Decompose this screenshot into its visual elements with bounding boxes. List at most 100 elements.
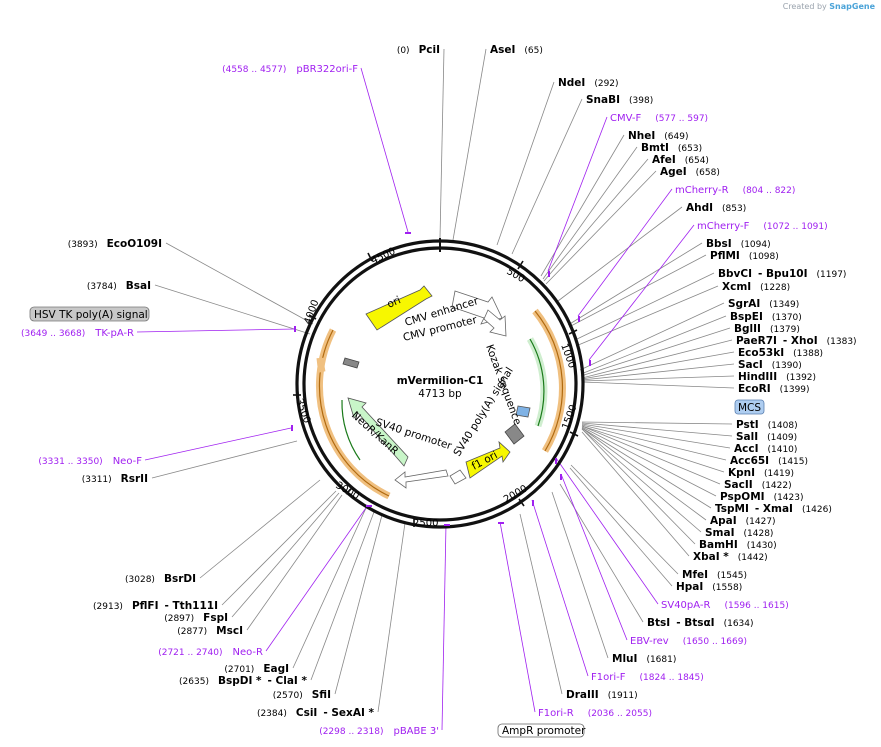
enzyme-position: (1558): [712, 583, 742, 593]
enzyme-name: PflMI: [710, 250, 740, 262]
primer-mark: [578, 316, 580, 322]
enzyme-name: SacI: [738, 359, 763, 371]
enzyme-name: BbsI: [706, 238, 732, 250]
plasmid-size: 4713 bp: [418, 388, 462, 400]
enzyme-name: AfeI: [652, 154, 676, 166]
enzyme-label: PstI(1408): [736, 419, 798, 431]
primer-leader-line: [547, 116, 608, 272]
enzyme-label: MfeI(1545): [682, 569, 747, 581]
primer-mark: [444, 524, 450, 526]
enzyme-label: DraIII(1911): [566, 689, 638, 701]
tick-label: 2500: [413, 518, 438, 529]
enzyme-leader-line: [511, 98, 583, 255]
enzyme-leader-line: [151, 440, 298, 479]
enzyme-name: HpaI: [676, 581, 703, 593]
enzyme-position: (1349): [769, 300, 799, 310]
plasmid-name: mVermilion-C1: [397, 375, 484, 387]
primer-label: EBV-rev(1650 .. 1669): [630, 636, 747, 647]
primer-range: (3331 .. 3350): [38, 457, 102, 467]
primer-leader-line: [560, 473, 628, 641]
enzyme-name-2: - BtsαI: [676, 617, 714, 629]
enzyme-name: AhdI: [686, 202, 713, 214]
enzyme-position: (2570): [273, 691, 303, 701]
enzyme-label: (2913)PflFI- Tth111I: [93, 600, 218, 612]
primer-range: (2298 .. 2318): [319, 727, 383, 737]
enzyme-leader-line: [545, 170, 657, 285]
enzyme-position: (3784): [87, 282, 117, 292]
ori-label: ori: [385, 294, 402, 311]
enzyme-name: BmtI: [641, 142, 669, 154]
enzyme-leader-line: [581, 381, 735, 389]
enzyme-label: (2570)SfiI: [273, 689, 331, 701]
primer-label: mCherry-R(804 .. 822): [675, 185, 795, 196]
enzyme-name: SalI: [736, 431, 758, 443]
enzyme-position: (2877): [177, 627, 207, 637]
enzyme-name: KpnI: [728, 467, 755, 479]
enzyme-label: BmtI(653): [641, 142, 702, 154]
enzyme-label: AfeI(654): [652, 154, 709, 166]
enzyme-leader-line: [581, 431, 690, 557]
created-by-snapgene: Created by SnapGene: [782, 2, 875, 11]
primer-mark: [555, 458, 557, 464]
primer-label: F1ori-R(2036 .. 2055): [538, 708, 652, 719]
primer-leader-line: [531, 499, 589, 677]
enzyme-name: BglII: [734, 323, 761, 335]
enzyme-name: BspDI *: [218, 675, 262, 687]
enzyme-leader-line: [540, 134, 625, 277]
enzyme-label: (2635)BspDI *- ClaI *: [179, 675, 307, 687]
enzyme-label: BglII(1379): [734, 323, 800, 335]
tick-mark: [569, 431, 579, 437]
enzyme-position: (1098): [749, 252, 779, 262]
enzyme-position: (1426): [802, 505, 832, 515]
mcs-label: MCS: [738, 402, 761, 414]
enzyme-name: TspMI: [715, 503, 749, 515]
primer-name: TK-pA-R: [94, 328, 134, 339]
enzyme-label: AccI(1410): [734, 443, 797, 455]
primer-mark: [405, 232, 411, 234]
enzyme-position: (1228): [760, 283, 790, 293]
enzyme-position: (1423): [774, 493, 804, 503]
enzyme-leader-line: [568, 254, 707, 328]
enzyme-position: (0): [397, 46, 410, 56]
enzyme-label: BbvCI- Bpu10I(1197): [718, 268, 846, 280]
primer-leader-line: [360, 67, 409, 233]
enzyme-position: (3893): [68, 240, 98, 250]
primer-leader-line: [555, 457, 659, 605]
primer-label: (3331 .. 3350)Neo-F: [38, 456, 142, 467]
enzyme-leader-line: [581, 423, 731, 449]
enzyme-name: FspI: [203, 612, 228, 624]
enzyme-name: BbvCI: [718, 268, 752, 280]
primer-range: (577 .. 597): [655, 114, 708, 124]
primer-mark: [589, 360, 591, 366]
enzyme-name: RsrII: [121, 473, 148, 485]
enzyme-label: SalI(1409): [736, 431, 797, 443]
enzyme-name: BtsI: [647, 617, 670, 629]
enzyme-label: AgeI(658): [660, 166, 720, 178]
enzyme-position: (1392): [786, 373, 816, 383]
enzyme-name: SmaI: [705, 527, 735, 539]
primer-label: (2721 .. 2740)Neo-R: [158, 647, 263, 658]
tick-label: 4500: [370, 246, 398, 267]
enzyme-leader-line: [221, 490, 337, 606]
enzyme-position: (1422): [762, 481, 792, 491]
sv40-promoter-arrow: [394, 469, 449, 489]
enzyme-name: XbaI *: [693, 551, 729, 563]
enzyme-label: BamHI(1430): [699, 539, 777, 551]
kozak-box: [515, 405, 531, 418]
enzyme-position: (2384): [257, 709, 287, 719]
enzyme-label: PflMI (1098): [710, 250, 779, 262]
enzyme-label: PspOMI(1423): [720, 491, 804, 503]
enzyme-position: (398): [629, 96, 653, 106]
snapgene-logo: SnapGene: [829, 2, 875, 11]
primer-range: (1650 .. 1669): [683, 637, 747, 647]
enzyme-name: EcoO109I: [107, 238, 162, 250]
enzyme-label: SacII(1422): [724, 479, 792, 491]
f1-ori-label: f1 ori: [470, 449, 500, 472]
enzyme-name-2: - XhoI: [783, 335, 818, 347]
enzyme-leader-line: [292, 507, 367, 669]
enzyme-label: (2384)CsiI- SexAI *: [257, 707, 375, 719]
primer-leader-line: [441, 523, 447, 731]
mcherry-orange-arc-line: [534, 310, 563, 452]
enzyme-position: (1399): [780, 385, 810, 395]
